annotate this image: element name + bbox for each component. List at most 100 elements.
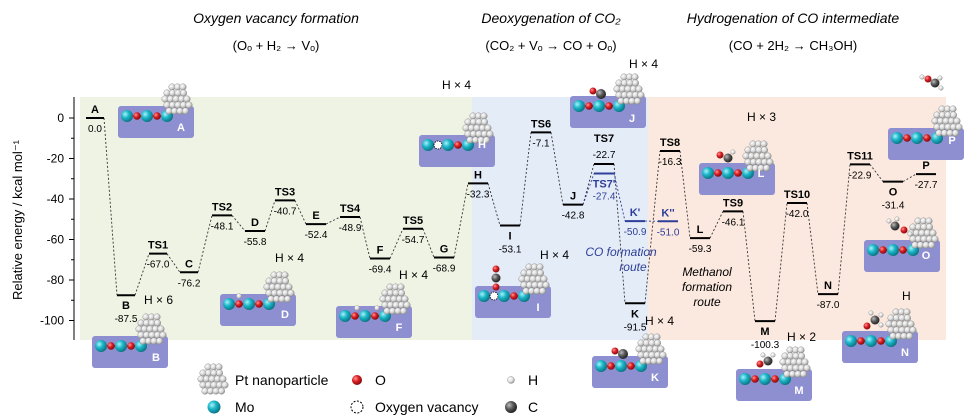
mo-atom [95,340,107,352]
connector-blue-ts7-prime-k-prime [613,173,626,222]
structure-model-m: MH × 2 [736,330,816,401]
y-tick-label: 0 [57,111,64,125]
co-route-label-line2: route [619,260,647,274]
state-label-d: D [251,217,259,229]
o-atom [607,362,615,370]
state-label-k-double-prime: K'' [661,207,675,219]
state-value-ts2: -48.1 [211,221,234,232]
mo-atom [359,310,371,322]
state-value-j: -42.8 [562,211,585,222]
connector-ts10-n [806,202,819,295]
y-tick-label: -20 [47,152,65,166]
o-atom [351,312,359,320]
o-atom [127,342,135,350]
model-label-n: N [901,347,909,359]
model-label-p: P [948,135,955,147]
o-atom [605,102,613,110]
methanol-route-label-line2: formation [682,280,732,294]
connector-j-ts7 [582,163,595,205]
state-value-n: -87.0 [817,300,840,311]
structure-model-j: JH × 4 [570,57,658,128]
state-value-p: -27.7 [915,180,938,191]
h-count-j: H × 4 [629,57,658,71]
state-label-ts10: TS10 [784,189,810,201]
connector-l-ts9 [709,211,724,239]
o-atom [734,169,742,177]
connector-f-ts5 [389,228,404,259]
legend: Pt nanoparticle O H Mo Oxygen vacancy C [197,363,538,415]
state-value-k-prime: -50.9 [624,227,647,238]
state-label-ts9: TS9 [723,197,743,209]
structure-model-i: IH × 4 [475,248,569,318]
connector-lines [103,117,917,322]
legend-pt-cluster-icon [197,363,229,395]
h-count-f: H × 4 [399,268,428,282]
legend-pt-label: Pt nanoparticle [235,372,329,388]
mo-atom [223,298,235,310]
h-count-k: H × 4 [645,314,674,328]
state-value-a: 0.0 [88,124,102,135]
o-atom [627,362,635,370]
connector-ts2-d [231,215,246,232]
legend-c-label: C [528,399,538,415]
legend-h-atom-icon [507,376,515,384]
o-atom [107,342,115,350]
connector-ts5-g [422,228,435,258]
connector-o-p [902,173,917,182]
section-title-oxygen-vacancy: Oxygen vacancy formation [193,10,359,26]
state-label-a: A [91,104,99,116]
state-label-o: O [889,187,898,199]
legend-o-atom-icon [352,375,362,385]
o-atom [585,102,593,110]
state-label-ts2: TS2 [212,201,232,213]
state-label-ts7: TS7 [594,133,614,145]
connector-a-b [103,117,118,296]
o-atom [923,134,931,142]
connector-h-i [487,183,501,226]
o-atom [899,246,907,254]
state-label-ts7-prime: TS7' [593,178,616,190]
mo-atom [573,100,585,112]
state-value-e: -52.4 [305,230,328,241]
model-label-b: B [152,352,160,364]
connector-blue-j-ts7-prime [582,173,595,205]
state-value-ts3: -40.7 [274,206,297,217]
mo-atom [867,244,879,256]
connector-ts6-j [550,132,564,205]
mo-atom [739,373,751,385]
state-label-ts1: TS1 [148,240,168,252]
model-label-h: H [478,139,486,151]
state-value-ts10: -42.0 [786,209,809,220]
o-atom [877,337,885,345]
model-label-a: A [177,122,185,134]
state-value-k: -91.5 [624,322,647,333]
pt-nanoparticle-icon [635,333,667,365]
state-label-b: B [122,300,130,312]
state-label-n: N [824,280,832,292]
mo-atom [702,167,714,179]
o-atom [255,300,263,308]
legend-o-label: O [375,372,386,388]
legend-mo-atom-icon [207,400,221,414]
connector-ts8-l [679,150,691,239]
state-value-d: -55.8 [244,237,267,248]
mo-atom [911,132,923,144]
state-label-m: M [760,326,769,338]
state-value-c: -76.2 [178,278,201,289]
state-label-ts5: TS5 [403,215,423,227]
y-axis-label: Relative energy / kcal mol⁻¹ [10,139,25,300]
section-title-deoxygenation: Deoxygenation of CO₂ [481,10,621,26]
mo-atom [593,100,605,112]
o-atom [879,246,887,254]
connector-k-ts8 [644,150,661,304]
h-count-d: H × 4 [275,251,304,265]
pt-nanoparticle-icon [462,112,494,144]
connector-b-ts1 [134,253,150,296]
o-atom [751,375,759,383]
co-route-label-line1: CO formation [585,245,657,259]
model-label-f: F [396,322,403,334]
state-value-l: -59.3 [689,244,712,255]
methanol-route-label-line3: route [693,295,721,309]
